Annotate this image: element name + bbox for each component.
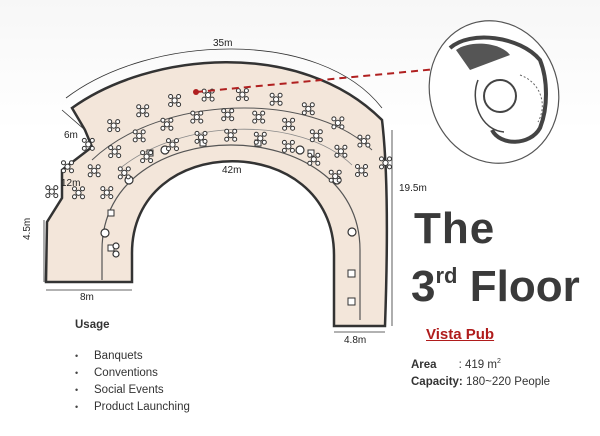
dim-right: 19.5m bbox=[399, 183, 427, 194]
table-cluster bbox=[166, 138, 179, 152]
table-cluster bbox=[224, 128, 238, 142]
table-cluster bbox=[281, 139, 295, 153]
floor-word: Floor bbox=[469, 262, 580, 311]
table-cluster bbox=[117, 166, 131, 180]
dim-inner: 42m bbox=[222, 165, 242, 176]
dim-left-side: 4.5m bbox=[22, 217, 33, 240]
table-cluster bbox=[252, 110, 266, 124]
table-cluster bbox=[301, 102, 315, 116]
table-cluster bbox=[61, 160, 74, 174]
highlight-point-start bbox=[193, 89, 199, 95]
inner-corridor bbox=[101, 144, 361, 320]
venue-area: Area : 419 m2 bbox=[411, 358, 501, 371]
table-cluster bbox=[45, 185, 59, 199]
table-cluster bbox=[355, 164, 368, 177]
table-cluster bbox=[108, 145, 122, 159]
table-cluster bbox=[221, 108, 235, 122]
table-cluster bbox=[81, 137, 95, 151]
seating-boundary bbox=[91, 107, 373, 161]
table-cluster bbox=[269, 92, 283, 106]
table-clusters bbox=[45, 88, 392, 200]
table-cluster bbox=[136, 104, 150, 118]
table-cluster bbox=[309, 129, 323, 143]
table-cluster bbox=[357, 134, 371, 148]
floor-suffix: rd bbox=[435, 263, 458, 288]
capacity-value: 180~220 People bbox=[465, 376, 551, 388]
table-cluster bbox=[190, 110, 204, 124]
title-line-1: The bbox=[414, 204, 496, 253]
table-cluster bbox=[334, 144, 348, 158]
table-cluster bbox=[132, 129, 146, 143]
usage-title: Usage bbox=[75, 319, 110, 331]
venue-name: Vista Pub bbox=[426, 326, 495, 343]
area-unit-sup: 2 bbox=[496, 358, 501, 365]
table-cluster bbox=[107, 119, 121, 133]
dim-bottom-right: 4.8m bbox=[344, 335, 367, 346]
usage-item: Product Launching bbox=[75, 399, 190, 416]
table-cluster bbox=[331, 116, 345, 130]
table-cluster bbox=[282, 117, 296, 131]
floor-number: 3 bbox=[411, 262, 436, 311]
title-line-2: 3rd Floor bbox=[411, 262, 580, 312]
table-cluster bbox=[140, 150, 154, 164]
dim-left-mid: 12m bbox=[61, 178, 81, 189]
usage-item: Social Events bbox=[75, 382, 190, 399]
capacity-label: Capacity: bbox=[411, 376, 463, 388]
table-cluster bbox=[100, 186, 114, 200]
dimension-lines bbox=[43, 48, 393, 333]
table-cluster bbox=[328, 169, 342, 183]
usage-list: Banquets Conventions Social Events Produ… bbox=[75, 348, 190, 416]
table-cluster bbox=[72, 186, 85, 200]
floor-outline bbox=[44, 61, 389, 328]
dim-left-upper: 6m bbox=[64, 130, 78, 141]
venue-capacity: Capacity: 180~220 People bbox=[411, 376, 550, 388]
area-label: Area bbox=[411, 358, 437, 371]
usage-item: Banquets bbox=[75, 348, 190, 365]
area-value: : 419 m bbox=[458, 358, 497, 371]
highlight-line bbox=[195, 61, 511, 93]
table-cluster bbox=[87, 164, 101, 178]
dim-bottom-left: 8m bbox=[80, 292, 94, 303]
table-cluster bbox=[160, 117, 174, 131]
table-cluster bbox=[253, 131, 267, 145]
table-cluster bbox=[168, 94, 182, 107]
usage-item: Conventions bbox=[75, 365, 190, 382]
table-cluster bbox=[379, 156, 392, 170]
table-cluster bbox=[235, 88, 249, 102]
mini-map bbox=[428, 20, 560, 164]
dim-top: 35m bbox=[213, 38, 233, 49]
table-cluster bbox=[307, 152, 321, 166]
table-cluster bbox=[194, 130, 208, 144]
